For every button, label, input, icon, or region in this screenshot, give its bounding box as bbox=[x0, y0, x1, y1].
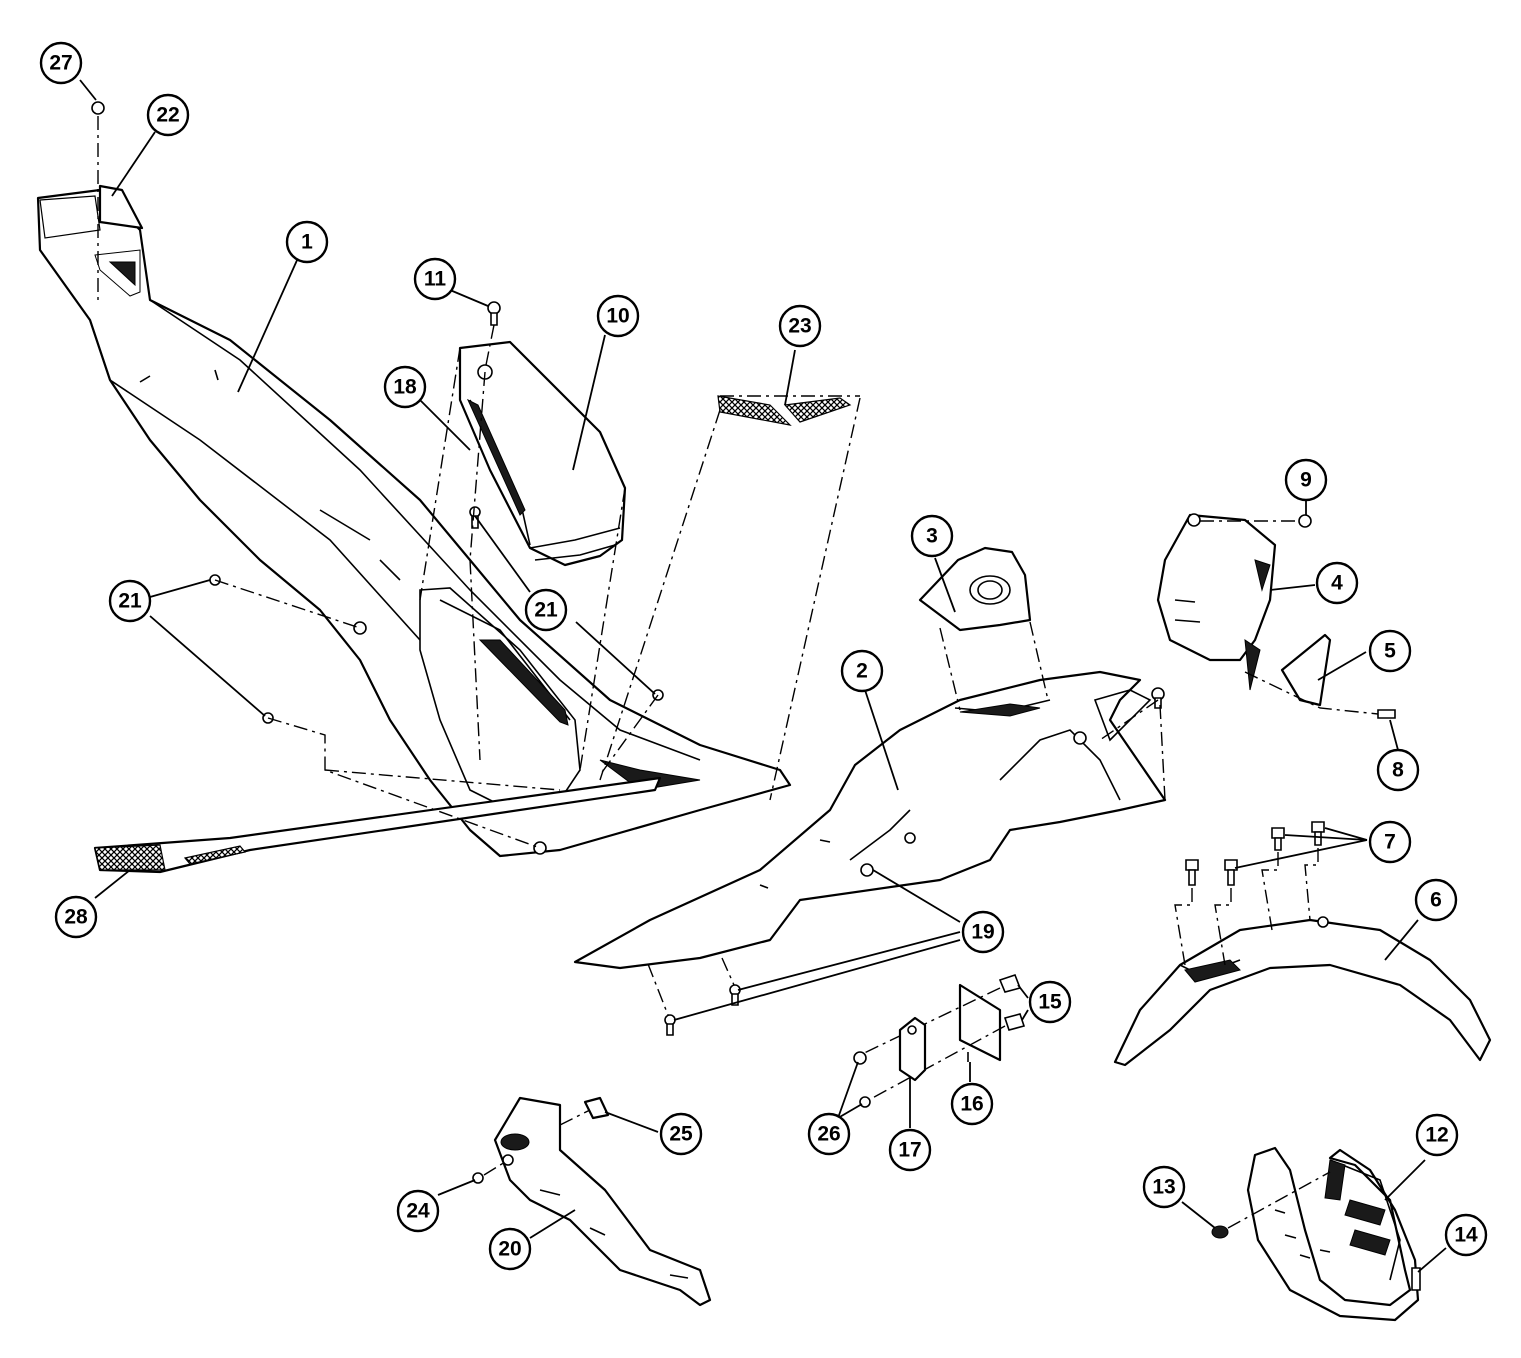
svg-text:26: 26 bbox=[817, 1123, 840, 1146]
callout-4: 4 bbox=[1315, 561, 1359, 605]
part-17-bracket bbox=[898, 1016, 927, 1082]
callout-19: 19 bbox=[961, 910, 1005, 954]
part-2-center-panel bbox=[573, 670, 1167, 970]
part-19-screws bbox=[647, 687, 1166, 1036]
part-25-clip bbox=[559, 1096, 610, 1126]
part-5-bracket bbox=[1280, 633, 1332, 707]
svg-text:12: 12 bbox=[1425, 1124, 1448, 1147]
svg-text:6: 6 bbox=[1430, 889, 1442, 912]
callout-6: 6 bbox=[1414, 878, 1458, 922]
svg-text:23: 23 bbox=[788, 315, 811, 338]
leader-lines bbox=[79, 79, 1447, 1273]
callout-26: 26 bbox=[807, 1112, 851, 1156]
part-20-lower-bar bbox=[493, 1096, 712, 1307]
callout-8: 8 bbox=[1376, 748, 1420, 792]
callout-9: 9 bbox=[1284, 458, 1328, 502]
svg-text:14: 14 bbox=[1454, 1224, 1478, 1247]
part-12-disc-guard bbox=[1246, 1146, 1420, 1322]
part-9-screw bbox=[1200, 514, 1312, 528]
svg-text:27: 27 bbox=[49, 52, 72, 75]
part-13-nut bbox=[1211, 1171, 1331, 1239]
svg-text:18: 18 bbox=[393, 376, 417, 399]
part-21-fasteners bbox=[209, 574, 664, 849]
part-27-screw bbox=[91, 101, 105, 300]
part-24-screw bbox=[472, 1161, 506, 1184]
svg-text:5: 5 bbox=[1384, 640, 1396, 663]
callout-15: 15 bbox=[1028, 980, 1072, 1024]
part-14-bolt bbox=[1411, 1267, 1421, 1291]
svg-text:21: 21 bbox=[118, 590, 142, 613]
svg-text:1: 1 bbox=[301, 231, 313, 254]
assembly-lines-upper bbox=[419, 347, 659, 776]
callout-3: 3 bbox=[910, 514, 954, 558]
part-8-screw bbox=[1244, 671, 1396, 719]
callout-20: 20 bbox=[488, 1227, 532, 1271]
callouts: 27 22 1 11 10 23 18 21 21 28 3 2 9 4 5 8… bbox=[39, 41, 1488, 1271]
callout-12: 12 bbox=[1415, 1113, 1459, 1157]
callout-5: 5 bbox=[1368, 629, 1412, 673]
svg-text:24: 24 bbox=[406, 1200, 430, 1223]
callout-27: 27 bbox=[39, 41, 83, 85]
part-16-plate bbox=[958, 983, 1002, 1062]
svg-text:2: 2 bbox=[856, 660, 868, 683]
svg-text:10: 10 bbox=[606, 305, 629, 328]
svg-text:9: 9 bbox=[1300, 469, 1312, 492]
callout-28: 28 bbox=[54, 895, 98, 939]
callout-21-left: 21 bbox=[108, 579, 152, 623]
svg-text:16: 16 bbox=[960, 1093, 983, 1116]
svg-text:19: 19 bbox=[971, 921, 994, 944]
callout-22: 22 bbox=[146, 93, 190, 137]
part-1-side-panel bbox=[36, 188, 792, 858]
callout-24: 24 bbox=[396, 1189, 440, 1233]
callout-11: 11 bbox=[413, 257, 457, 301]
callout-18: 18 bbox=[383, 365, 427, 409]
callout-16: 16 bbox=[950, 1082, 994, 1126]
callout-21-center: 21 bbox=[524, 588, 568, 632]
part-7-screws bbox=[1174, 821, 1325, 966]
svg-text:15: 15 bbox=[1038, 991, 1062, 1014]
part-4-cover bbox=[1156, 513, 1277, 691]
svg-text:8: 8 bbox=[1392, 759, 1404, 782]
part-11-screw bbox=[484, 301, 501, 371]
callout-23: 23 bbox=[778, 304, 822, 348]
part-26-nuts bbox=[853, 1051, 871, 1108]
part-15-bolts bbox=[859, 973, 1026, 1103]
svg-text:20: 20 bbox=[498, 1238, 521, 1261]
svg-text:21: 21 bbox=[534, 599, 558, 622]
callout-17: 17 bbox=[888, 1128, 932, 1172]
callout-1: 1 bbox=[285, 220, 329, 264]
svg-text:25: 25 bbox=[669, 1123, 693, 1146]
callout-25: 25 bbox=[659, 1112, 703, 1156]
part-22-trim bbox=[98, 184, 144, 230]
svg-text:3: 3 bbox=[926, 525, 938, 548]
svg-text:17: 17 bbox=[898, 1139, 921, 1162]
svg-text:22: 22 bbox=[156, 104, 179, 127]
callout-13: 13 bbox=[1142, 1165, 1186, 1209]
svg-text:7: 7 bbox=[1384, 831, 1396, 854]
part-3-filler-neck bbox=[918, 546, 1049, 711]
callout-10: 10 bbox=[596, 294, 640, 338]
callout-2: 2 bbox=[840, 649, 884, 693]
svg-text:28: 28 bbox=[64, 906, 88, 929]
svg-text:11: 11 bbox=[424, 268, 447, 291]
part-6-fender bbox=[1113, 916, 1492, 1067]
part-23-tall-panel bbox=[599, 395, 861, 801]
svg-text:13: 13 bbox=[1152, 1176, 1175, 1199]
svg-text:4: 4 bbox=[1331, 572, 1343, 595]
callout-7: 7 bbox=[1368, 820, 1412, 864]
callout-14: 14 bbox=[1444, 1213, 1488, 1257]
part-28-lower-trim bbox=[93, 776, 662, 874]
